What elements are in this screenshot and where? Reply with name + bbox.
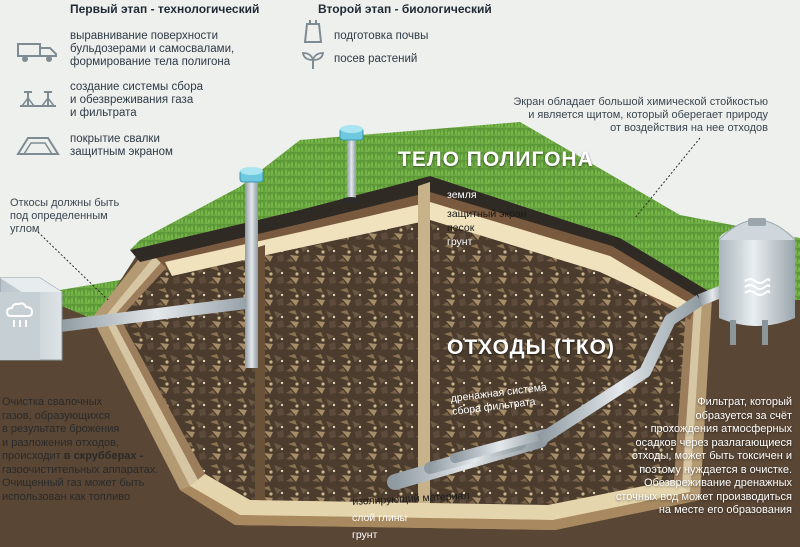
- stage1-item1-line1: выравнивание поверхности: [70, 30, 218, 42]
- layer-label-clay: слой глины: [352, 512, 408, 524]
- filtrate-pipe: [536, 295, 704, 446]
- gas-callout-line3: в результате брожения: [2, 423, 120, 435]
- stage1-item1-line2: бульдозерами и самосвалами,: [70, 43, 235, 55]
- filtrate-callout-line1: Фильтрат, который: [697, 396, 792, 408]
- stage1-heading: Первый этап - технологический: [70, 2, 260, 16]
- gas-callout-line8: использован как топливо: [2, 490, 131, 503]
- bottom-insulation: [190, 474, 690, 520]
- gas-callout-line1: Очистка свалочных: [2, 396, 103, 408]
- gas-cloud-icon: [4, 300, 36, 335]
- stage1-item3-line2: защитным экраном: [70, 146, 173, 158]
- gas-callout-line7: Очищенный газ может быть: [2, 477, 145, 489]
- stage1-item2-line3: и фильтрата: [70, 107, 137, 119]
- stage1-item2-line1: создание системы сбора: [70, 81, 203, 93]
- stage1-item3-line1: покрытие свалки: [70, 133, 160, 145]
- layer-label-sand: песок: [447, 222, 475, 234]
- seedling-icon: [300, 50, 326, 75]
- filtrate-callout-line9: на месте его образования: [658, 504, 792, 516]
- waste-title: ОТХОДЫ (ТКО): [447, 336, 616, 359]
- landfill-body-title: ТЕЛО ПОЛИГОНА: [398, 148, 594, 171]
- layer-label-soil: земля: [447, 189, 477, 201]
- water-waves-icon: [743, 276, 771, 301]
- soil-bag-icon: [302, 18, 324, 49]
- filtrate-callout-line2: образуется за счёт: [695, 409, 793, 422]
- layer-label-screen: защитный экран: [447, 208, 527, 220]
- scrubbers-term: в скрубберах: [63, 450, 137, 462]
- filtrate-callout-line6: поэтому нуждается в очистке.: [639, 463, 792, 476]
- gas-callout-line5-text: происходит: [2, 450, 64, 462]
- slopes-callout-line3: углом: [10, 223, 40, 235]
- gas-well-pipe-2: [347, 138, 356, 200]
- filtrate-callout-line3: прохождения атмосферных: [650, 423, 792, 435]
- filtrate-callout: Фильтрат, который образуется за счёт про…: [616, 396, 792, 518]
- layer-label-bottom-ground: грунт: [352, 529, 378, 541]
- filtrate-callout-line8: сточных вод может производиться: [615, 490, 792, 503]
- stage1-item3: покрытие свалки защитным экраном: [70, 133, 173, 159]
- gas-callout-line6: газоочистительных аппаратах.: [2, 463, 159, 476]
- gas-well-pipe: [245, 178, 258, 368]
- slopes-callout-line2: под определенным: [10, 210, 108, 222]
- stage2-item2: посев растений: [334, 53, 418, 65]
- gas-callout-line2: газов, образующихся: [2, 409, 110, 422]
- stage1-item2: создание системы сбора и обезвреживания …: [70, 81, 203, 120]
- stage1-item1: выравнивание поверхности бульдозерами и …: [70, 30, 234, 69]
- gas-collection-icon: [18, 86, 58, 115]
- layer-label-ground: грунт: [447, 236, 473, 248]
- filtrate-callout-line7: Обезвреживание дренажных: [643, 477, 792, 489]
- stage2-item1: подготовка почвы: [334, 30, 429, 42]
- landfill-grass-cap: [130, 125, 720, 292]
- gas-callout-line5: происходит в скрубберах -: [2, 450, 158, 464]
- stage2-heading: Второй этап - биологический: [318, 2, 492, 16]
- gas-callout: Очистка свалочных газов, образующихся в …: [2, 396, 158, 504]
- filtrate-callout-line4: осадков через разлагающиеся: [635, 436, 792, 449]
- screen-callout-line3: от воздействия на нее отходов: [610, 122, 768, 134]
- scrubbers-dash: -: [136, 450, 144, 462]
- stage1-item2-line2: и обезвреживания газа: [70, 94, 194, 106]
- gas-callout-line4: и разложения отходов,: [2, 436, 120, 449]
- screen-callout-line2: и является щитом, который оберегает прир…: [528, 109, 768, 121]
- dump-truck-icon: [16, 38, 60, 69]
- screen-callout-line1: Экран обладает большой химической стойко…: [513, 96, 768, 108]
- stage1-item1-line3: формирование тела полигона: [70, 56, 231, 68]
- gas-pipe-horizontal: [59, 296, 256, 332]
- slopes-callout-line1: Откосы должны быть: [10, 197, 120, 209]
- screen-callout: Экран обладает большой химической стойко…: [513, 96, 768, 135]
- filtrate-callout-line5: отходы, может быть токсичен и: [631, 450, 792, 462]
- slopes-callout: Откосы должны быть под определенным угло…: [10, 197, 119, 236]
- screen-cover-icon: [16, 134, 60, 163]
